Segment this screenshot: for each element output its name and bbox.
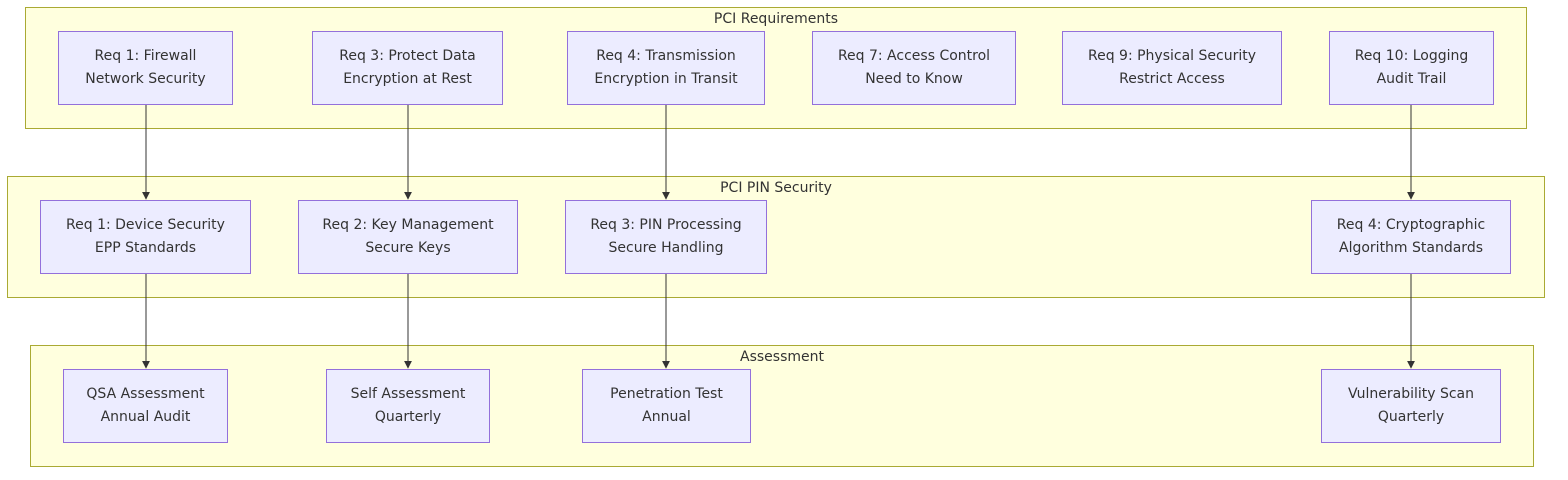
node-pin4-cryptographic[interactable]: Req 4: Cryptographic Algorithm Standards [1311,200,1511,274]
node-req1-firewall[interactable]: Req 1: Firewall Network Security [58,31,233,105]
node-self-assessment-line1: Self Assessment [350,386,466,402]
node-req7-access-control-line1: Req 7: Access Control [837,48,991,64]
node-pin3-pin-processing-line1: Req 3: PIN Processing [590,217,742,233]
node-req10-logging-line1: Req 10: Logging [1354,48,1469,64]
node-pin1-device-security-line2: EPP Standards [94,240,197,256]
node-pin2-key-management[interactable]: Req 2: Key Management Secure Keys [298,200,518,274]
node-self-assessment[interactable]: Self Assessment Quarterly [326,369,490,443]
node-vulnerability-scan[interactable]: Vulnerability Scan Quarterly [1321,369,1501,443]
node-req4-transmission-line1: Req 4: Transmission [596,48,736,64]
node-req4-transmission[interactable]: Req 4: Transmission Encryption in Transi… [567,31,765,105]
node-self-assessment-line2: Quarterly [374,409,442,425]
node-qsa-assessment[interactable]: QSA Assessment Annual Audit [63,369,228,443]
node-req9-physical-security-line2: Restrict Access [1119,71,1225,87]
node-penetration-test-line2: Annual [642,409,691,425]
node-pin2-key-management-line2: Secure Keys [365,240,451,256]
cluster-title-assessment: Assessment [740,349,824,365]
cluster-title-pci-requirements: PCI Requirements [713,11,839,27]
cluster-pci-pin-security: PCI PIN Security [7,176,1545,298]
node-pin4-cryptographic-line1: Req 4: Cryptographic [1336,217,1486,233]
node-req1-firewall-line2: Network Security [85,71,206,87]
cluster-title-pci-pin-security: PCI PIN Security [720,180,832,196]
node-qsa-assessment-line1: QSA Assessment [86,386,205,402]
node-req7-access-control-line2: Need to Know [865,71,963,87]
node-req1-firewall-line1: Req 1: Firewall [94,48,197,64]
node-req10-logging-line2: Audit Trail [1376,71,1447,87]
node-pin3-pin-processing[interactable]: Req 3: PIN Processing Secure Handling [565,200,767,274]
node-pin4-cryptographic-line2: Algorithm Standards [1339,240,1483,256]
node-pin1-device-security-line1: Req 1: Device Security [66,217,225,233]
node-penetration-test[interactable]: Penetration Test Annual [582,369,751,443]
node-req7-access-control[interactable]: Req 7: Access Control Need to Know [812,31,1016,105]
cluster-assessment: Assessment [30,345,1534,467]
node-pin1-device-security[interactable]: Req 1: Device Security EPP Standards [40,200,251,274]
node-req4-transmission-line2: Encryption in Transit [594,71,738,87]
node-req3-protect-data[interactable]: Req 3: Protect Data Encryption at Rest [312,31,503,105]
node-vulnerability-scan-line2: Quarterly [1377,409,1445,425]
node-qsa-assessment-line2: Annual Audit [100,409,191,425]
node-req9-physical-security[interactable]: Req 9: Physical Security Restrict Access [1062,31,1282,105]
node-req3-protect-data-line1: Req 3: Protect Data [339,48,476,64]
cluster-pci-requirements: PCI Requirements [25,7,1527,129]
node-req10-logging[interactable]: Req 10: Logging Audit Trail [1329,31,1494,105]
node-pin2-key-management-line1: Req 2: Key Management [322,217,494,233]
node-req3-protect-data-line2: Encryption at Rest [343,71,472,87]
node-penetration-test-line1: Penetration Test [610,386,723,402]
node-pin3-pin-processing-line2: Secure Handling [608,240,724,256]
node-req9-physical-security-line1: Req 9: Physical Security [1087,48,1256,64]
node-vulnerability-scan-line1: Vulnerability Scan [1347,386,1475,402]
